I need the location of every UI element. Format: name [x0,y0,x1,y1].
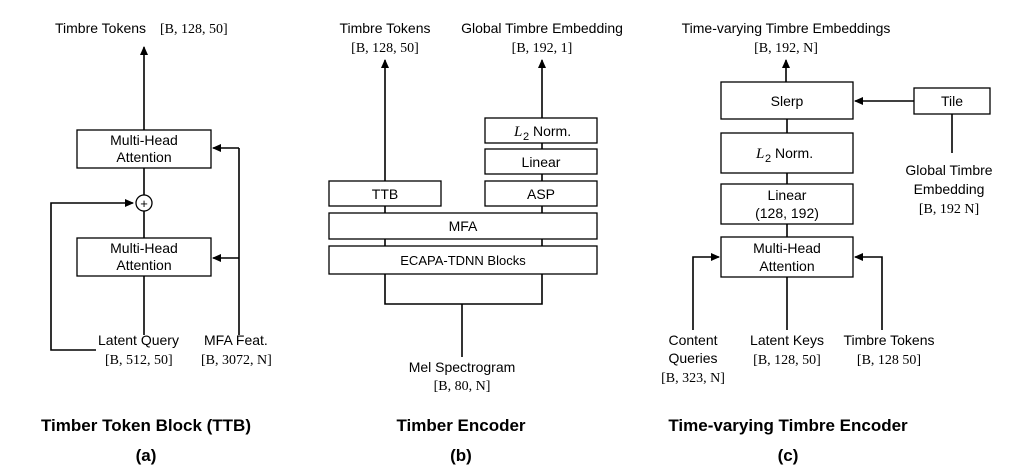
b-linear-label: Linear [522,154,561,170]
c-l2-norm-label: Norm. [775,145,813,161]
c-l2-letter: L [755,146,764,162]
b-ecapa-label: ECAPA-TDNN Blocks [400,253,526,268]
c-output-label: Time-varying Timbre Embeddings [682,20,891,36]
b-l2-norm-box [484,117,598,144]
c-linear-box [720,183,854,225]
c-mha-line1: Multi-Head [753,240,821,256]
a-mha-bottom-line1: Multi-Head [110,240,178,256]
c-caption: Time-varying Timbre Encoder [668,416,908,435]
a-latent-query: Latent Query [98,332,179,348]
b-mfa-label: MFA [449,218,478,234]
b-letter: (b) [450,446,472,465]
c-slerp-label: Slerp [771,93,804,109]
b-linear-box [484,148,598,175]
c-mha-box [720,236,854,278]
c-global-line2: Embedding [914,181,985,197]
c-content-arrow [692,253,720,330]
b-asp-label: ASP [527,186,555,202]
c-content-line1: Content [668,332,717,348]
b-out-tokens-shape: [B, 128, 50] [351,41,419,56]
a-mha-top-box [76,129,212,169]
panel-b: Timbre Tokens [B, 128, 50] Global Timbre… [328,20,623,465]
a-add-node [135,194,153,212]
a-letter: (a) [136,446,157,465]
c-letter: (c) [778,446,799,465]
c-latent-keys-shape: [B, 128, 50] [753,353,821,368]
b-out-global: Global Timbre Embedding [461,20,623,36]
b-l2-letter: L [513,124,522,140]
c-linear-line2: (128, 192) [755,205,819,221]
c-global-shape: [B, 192 N] [919,202,979,217]
c-tile-label: Tile [941,93,963,109]
b-l2-sub: 2 [523,131,529,143]
c-slerp-box [720,81,854,120]
c-latent-keys: Latent Keys [750,332,824,348]
a-mha-top-line1: Multi-Head [110,132,178,148]
panel-c: Time-varying Timbre Embeddings [B, 192, … [661,20,993,465]
b-input-label: Mel Spectrogram [409,359,516,375]
b-input-shape: [B, 80, N] [434,379,491,394]
c-output-shape: [B, 192, N] [754,41,818,56]
b-ecapa-box [328,245,598,275]
a-mha-top-line2: Attention [116,149,171,165]
b-mfa-box [328,212,598,240]
a-mfa-feat-shape: [B, 3072, N] [201,353,272,368]
panel-a: Timbre Tokens [B, 128, 50] Multi-Head At… [41,20,272,465]
c-timbre-tokens: Timbre Tokens [843,332,934,348]
b-ttb-label: TTB [372,186,398,202]
c-content-shape: [B, 323, N] [661,371,725,386]
c-tokens-arrow [854,253,883,330]
b-out-global-shape: [B, 192, 1] [512,41,573,56]
c-linear-line1: Linear [768,187,807,203]
a-mha-bottom-line2: Attention [116,257,171,273]
a-output-label: Timbre Tokens [55,20,146,36]
c-timbre-tokens-shape: [B, 128 50] [857,353,921,368]
a-latent-query-shape: [B, 512, 50] [105,353,173,368]
a-output-shape: [B, 128, 50] [160,22,228,37]
b-l2-norm-label: Norm. [533,123,571,139]
b-caption: Timber Encoder [396,416,525,435]
c-mha-line2: Attention [759,258,814,274]
a-mfa-feat: MFA Feat. [204,332,268,348]
a-residual-arrow [50,199,134,351]
b-out-tokens: Timbre Tokens [339,20,430,36]
c-l2-sub: 2 [765,153,771,165]
a-mha-bottom-box [76,237,212,277]
a-add-symbol: + [140,196,148,211]
b-input-bracket [384,274,543,305]
c-content-line2: Queries [668,350,717,366]
b-asp-box [484,180,598,207]
a-caption: Timber Token Block (TTB) [41,416,251,435]
c-l2-norm-box [720,132,854,174]
c-global-line1: Global Timbre [905,162,992,178]
